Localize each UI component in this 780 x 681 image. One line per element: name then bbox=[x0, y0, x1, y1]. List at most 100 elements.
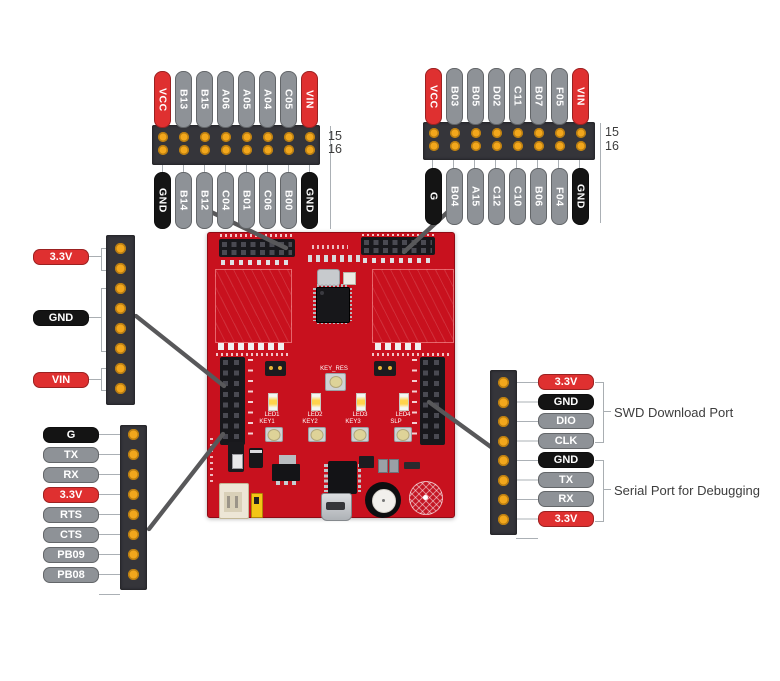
silkscreen-pin-names bbox=[248, 359, 253, 443]
voltage-regulator bbox=[272, 464, 300, 481]
led bbox=[311, 393, 321, 411]
pin-label: VCC bbox=[425, 68, 442, 125]
pin-strip-bottom-left bbox=[120, 425, 147, 590]
group-bracket bbox=[101, 288, 107, 352]
silkscreen-text-row bbox=[372, 353, 450, 356]
pin-label: B12 bbox=[196, 172, 213, 229]
pin-column bbox=[490, 370, 517, 525]
diode-band bbox=[250, 450, 262, 453]
pin-strip-top-right bbox=[423, 122, 595, 160]
board-header-left bbox=[220, 357, 245, 445]
pin-label: GND bbox=[538, 452, 594, 468]
pin-label: B06 bbox=[530, 168, 547, 225]
pin-label: B15 bbox=[196, 71, 213, 128]
silkscreen-pin-names bbox=[412, 359, 417, 443]
bracket-stub bbox=[88, 379, 101, 380]
pin-hole bbox=[429, 128, 439, 138]
pin-hole bbox=[498, 396, 509, 408]
regulator-tab bbox=[279, 455, 296, 464]
pin-hole bbox=[498, 494, 509, 505]
pin-column bbox=[120, 425, 147, 580]
pin-label: PB08 bbox=[43, 567, 99, 583]
pin-hole bbox=[305, 145, 315, 155]
pin-hole bbox=[429, 141, 439, 151]
mcu-pins-right bbox=[349, 288, 352, 321]
pcb-board: KEY_RES LED1 LED2 LED3 LED4 KEY1 KEY2 KE… bbox=[207, 232, 455, 521]
pin-label: TX bbox=[43, 447, 99, 463]
pin-label-row-bottom: GND B14 B12 C04 B01 C06 B00 GND bbox=[154, 172, 318, 229]
buzzer-hole bbox=[381, 498, 385, 502]
pin-strip-left bbox=[106, 235, 135, 405]
pin-label: A05 bbox=[238, 71, 255, 128]
pin-hole bbox=[492, 141, 502, 151]
mcu-pins-top bbox=[317, 284, 348, 287]
pin-hole bbox=[115, 303, 126, 314]
pin-label: RTS bbox=[43, 507, 99, 523]
diode bbox=[249, 448, 263, 468]
button-cap bbox=[353, 428, 367, 441]
pin-label: 3.3V bbox=[538, 374, 594, 390]
pin-hole bbox=[534, 141, 544, 151]
pin-label-row-top: VCC B13 B15 A06 A05 A04 C05 VIN bbox=[154, 71, 318, 128]
header-pin-row bbox=[222, 242, 292, 247]
pin-label: B14 bbox=[175, 172, 192, 229]
pin-number: 16 bbox=[328, 142, 342, 156]
pin-label: RX bbox=[43, 467, 99, 483]
pin-label: DIO bbox=[538, 413, 594, 429]
silkscreen-label: KEY2 bbox=[302, 419, 318, 425]
slide-switch bbox=[228, 442, 244, 472]
reset-button bbox=[325, 373, 346, 391]
pin-label: G bbox=[43, 427, 99, 443]
pin-hole bbox=[128, 469, 139, 480]
pin-label: C10 bbox=[509, 168, 526, 225]
switch-slider bbox=[231, 454, 243, 469]
soic-chip bbox=[328, 461, 357, 494]
pin-hole bbox=[576, 128, 586, 138]
pin-hole bbox=[115, 283, 126, 294]
bracket-stub bbox=[603, 411, 611, 412]
pin-hole bbox=[115, 363, 126, 374]
antenna-zone-right bbox=[372, 269, 454, 343]
pin-hole bbox=[179, 145, 189, 155]
pin-hole bbox=[492, 128, 502, 138]
group-bracket bbox=[101, 248, 107, 271]
led bbox=[356, 393, 366, 411]
pin-hole bbox=[450, 141, 460, 151]
pin-hole bbox=[498, 435, 509, 447]
jst-pin bbox=[227, 496, 230, 508]
pin-label: B05 bbox=[467, 68, 484, 125]
passive-components bbox=[308, 255, 363, 262]
pin-row bbox=[423, 122, 595, 138]
pin-hole bbox=[115, 343, 126, 354]
silkscreen-text-row bbox=[362, 233, 434, 236]
pin-hole bbox=[128, 449, 139, 460]
led bbox=[268, 393, 278, 411]
pin-label: F05 bbox=[551, 68, 568, 125]
silkscreen-label: KEY3 bbox=[345, 419, 361, 425]
pin-label-row-bottom: G B04 A15 C12 C10 B06 F04 GND bbox=[425, 168, 589, 225]
pin-hole bbox=[128, 489, 139, 500]
group-bracket bbox=[595, 382, 604, 443]
port-annotation: SWD Download Port bbox=[614, 405, 734, 420]
resistor bbox=[378, 459, 388, 473]
pin-label: A04 bbox=[259, 71, 276, 128]
pin-label: TX bbox=[538, 472, 594, 488]
pin-hole bbox=[263, 132, 273, 142]
pin-number: 15 bbox=[328, 129, 342, 143]
pin-hole bbox=[128, 549, 139, 560]
silkscreen-label: LED4 bbox=[395, 412, 411, 418]
pin-hole bbox=[498, 377, 509, 388]
pin-label: G bbox=[425, 168, 442, 225]
jumper-pin bbox=[378, 366, 382, 370]
pin-hole bbox=[115, 263, 126, 274]
pin-label: VIN bbox=[33, 372, 89, 388]
bracket-stub bbox=[603, 489, 611, 490]
transistor bbox=[359, 456, 374, 468]
pin-label: 3.3V bbox=[538, 511, 594, 527]
user-button bbox=[394, 427, 412, 442]
pin-hole bbox=[158, 132, 168, 142]
pin-hole bbox=[115, 383, 126, 394]
footprint-center-pad bbox=[423, 495, 428, 500]
board-header-right bbox=[420, 357, 445, 445]
usb-slot bbox=[326, 502, 345, 510]
